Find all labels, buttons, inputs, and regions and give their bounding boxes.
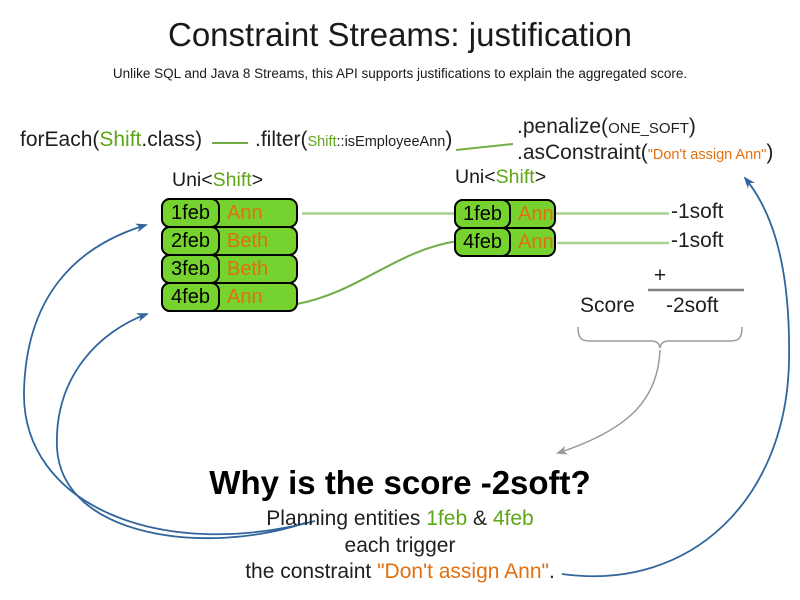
uni-right-pre: Uni< <box>455 166 496 188</box>
code-foreach-post: .class) <box>141 128 203 151</box>
explanation-line3: the constraint "Don't assign Ann". <box>0 560 800 584</box>
penalty-row1: -1soft <box>671 200 724 223</box>
line1-pre: Planning entities <box>266 507 427 530</box>
page-title: Constraint Streams: justification <box>167 16 632 53</box>
score-brace <box>577 326 743 349</box>
line1-entity-1feb: 1feb <box>426 507 468 530</box>
justification-arrow-constraint <box>561 176 790 578</box>
line1-entity-4feb: 4feb <box>492 507 534 530</box>
employee-cell: Beth <box>227 230 269 252</box>
code-asconstraint-post: ) <box>766 141 774 164</box>
code-filter-pre: .filter( <box>255 128 308 151</box>
uni-right-type: Shift <box>495 166 535 188</box>
explanation-line1: Planning entities 1feb & 4feb <box>0 507 800 531</box>
date-cell: 1feb <box>161 198 220 228</box>
date-cell: 4feb <box>454 227 511 257</box>
justification-arrow-4feb <box>56 313 306 540</box>
employee-cell: Ann <box>518 231 554 253</box>
code-asconstraint-arg: "Don't assign Ann" <box>647 147 767 163</box>
code-penalize-arg: ONE_SOFT <box>608 120 689 137</box>
date-cell: 3feb <box>161 254 220 284</box>
table-row: 2feb Beth <box>161 226 298 256</box>
code-filter: .filter(Shift::isEmployeeAnn) <box>255 128 452 152</box>
code-filter-arg-class: Shift <box>307 134 337 150</box>
uni-left-pre: Uni< <box>172 169 213 191</box>
code-penalize-pre: .penalize( <box>517 115 609 138</box>
line3-pre: the constraint <box>245 560 378 583</box>
date-cell: 4feb <box>161 282 220 312</box>
table-row: 4feb Ann <box>161 282 298 312</box>
code-foreach-pre: forEach( <box>20 128 100 151</box>
line3-post: . <box>548 560 555 583</box>
code-penalize: .penalize(ONE_SOFT) <box>517 115 696 139</box>
line3-constraint-name: "Don't assign Ann" <box>377 560 549 583</box>
flow-curve-4feb <box>296 240 459 305</box>
table-row: 3feb Beth <box>161 254 298 284</box>
uni-shift-label-left: Uni<Shift> <box>172 169 263 192</box>
uni-right-post: > <box>534 166 547 188</box>
code-filter-post: ) <box>445 128 453 151</box>
code-asconstraint: .asConstraint("Don't assign Ann") <box>517 141 773 165</box>
right-shift-table: 1feb Ann 4feb Ann <box>454 199 556 257</box>
date-cell: 1feb <box>454 199 511 229</box>
code-foreach: forEach(Shift.class) <box>20 128 202 152</box>
uni-left-type: Shift <box>212 169 252 191</box>
date-cell: 2feb <box>161 226 220 256</box>
table-row: 1feb Ann <box>161 198 298 228</box>
line1-amp: & <box>467 507 493 530</box>
employee-cell: Beth <box>227 258 269 280</box>
plus-sign: + <box>653 264 667 287</box>
employee-cell: Ann <box>227 286 263 308</box>
page-subtitle: Unlike SQL and Java 8 Streams, this API … <box>112 66 688 81</box>
why-heading: Why is the score -2soft? <box>209 464 591 501</box>
code-foreach-class: Shift <box>99 128 142 151</box>
code-filter-arg-rest: ::isEmployeeAnn <box>336 134 446 150</box>
uni-shift-label-right: Uni<Shift> <box>455 166 546 189</box>
explanation-line2: each trigger <box>344 534 456 557</box>
code-penalize-post: ) <box>688 115 696 138</box>
stream-connector-filter-penalize <box>455 143 514 151</box>
penalty-row2: -1soft <box>671 229 724 252</box>
justification-arrow-1feb <box>23 223 316 536</box>
code-asconstraint-pre: .asConstraint( <box>517 141 648 164</box>
table-row: 4feb Ann <box>454 227 556 257</box>
employee-cell: Ann <box>227 202 263 224</box>
employee-cell: Ann <box>518 203 554 225</box>
left-shift-table: 1feb Ann 2feb Beth 3feb Beth 4feb Ann <box>161 198 298 312</box>
score-label: Score <box>580 294 635 317</box>
score-total: -2soft <box>666 294 719 317</box>
uni-left-post: > <box>251 169 264 191</box>
table-row: 1feb Ann <box>454 199 556 229</box>
brace-to-why-arrow <box>556 349 661 455</box>
